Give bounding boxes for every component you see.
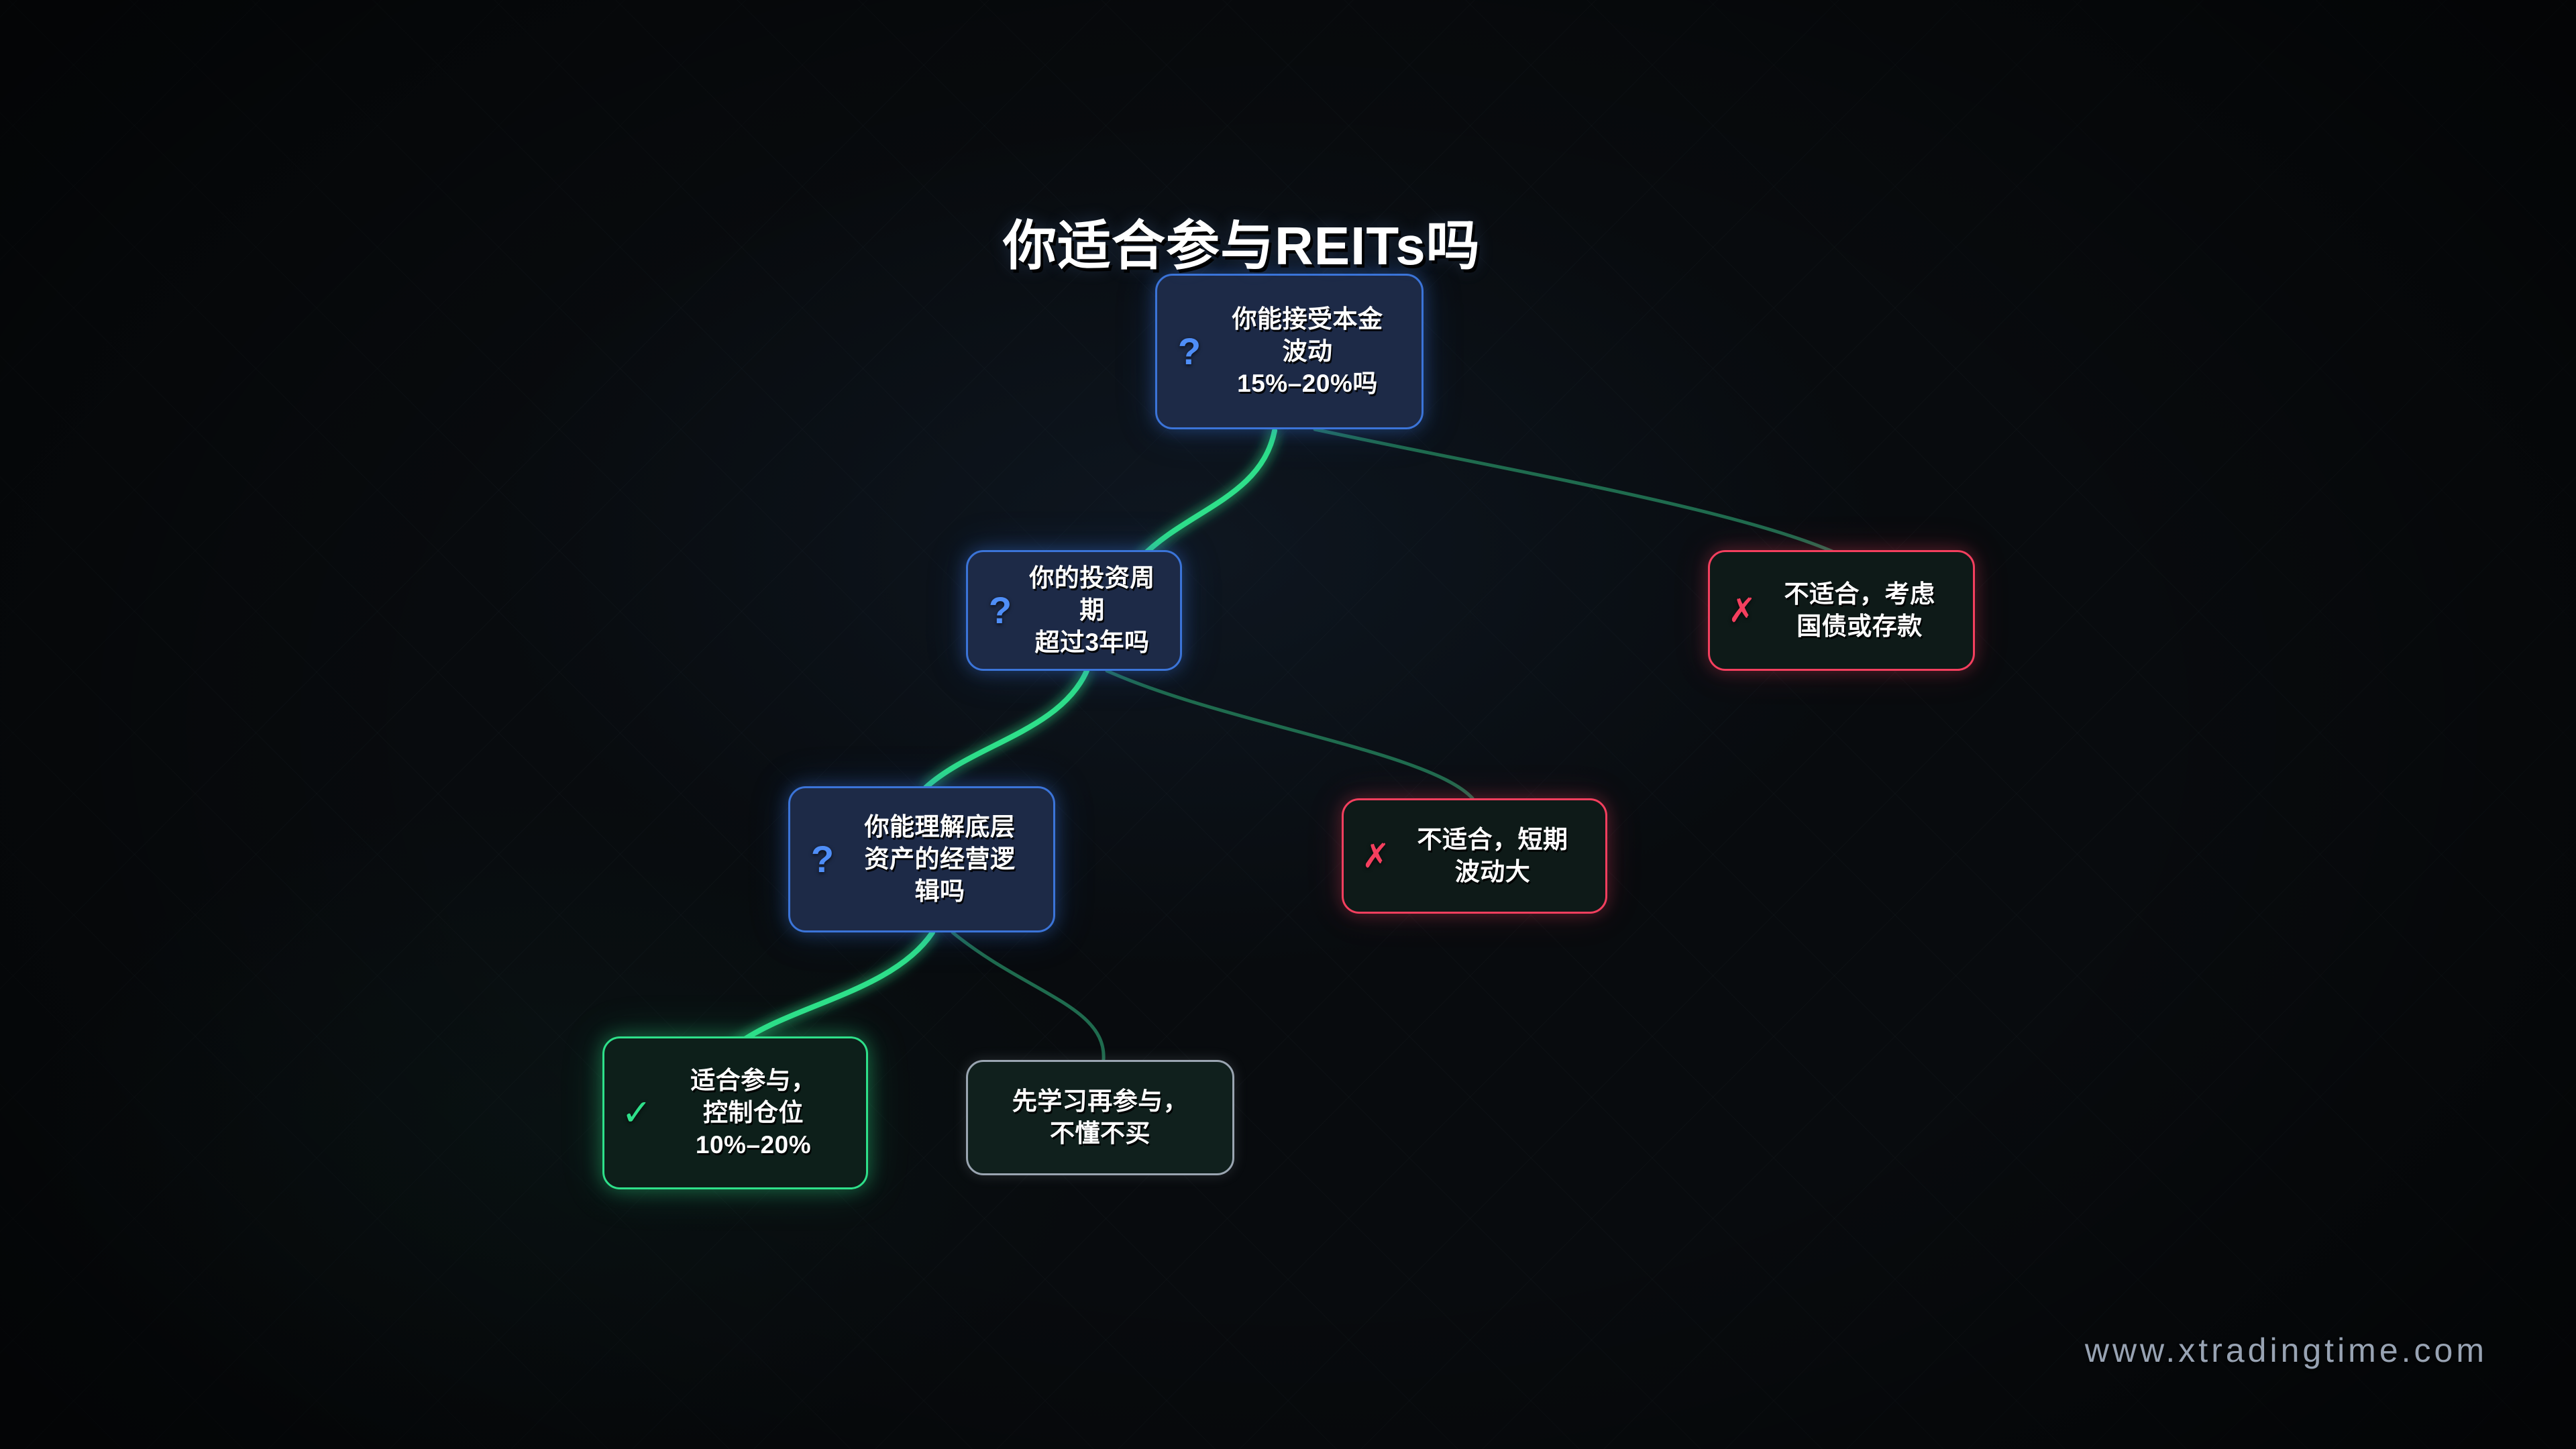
node-label: 先学习再参与， 不懂不买 — [1012, 1087, 1189, 1147]
node-label: 适合参与， 控制仓位 10%–20% — [690, 1066, 816, 1159]
node-reject-volatility[interactable]: ✗ 不适合，考虑 国债或存款 — [1708, 550, 1975, 671]
node-label: 你能接受本金 波动 15%–20%吗 — [1232, 305, 1383, 398]
edge-root-horizon-yes — [1138, 428, 1277, 561]
page-title: 你适合参与REITs吗 — [1003, 216, 1481, 276]
cross-icon: ✗ — [1728, 592, 1756, 629]
cross-icon: ✗ — [1362, 837, 1390, 875]
check-icon: ✓ — [621, 1093, 652, 1133]
edge-understanding-accept-yes — [732, 930, 935, 1049]
edge-root-reject-volatility-no — [1313, 427, 1843, 557]
question-mark-icon: ? — [810, 838, 835, 880]
edge-horizon-understanding-yes — [923, 668, 1089, 790]
edge-horizon-reject-shortterm-no — [1105, 669, 1474, 800]
edge-understanding-learn-first-no — [951, 930, 1106, 1062]
node-label: 你能理解底层 资产的经营逻 辑吗 — [864, 812, 1016, 906]
node-root-decision[interactable]: ? 你能接受本金 波动 15%–20%吗 — [1155, 274, 1424, 429]
question-mark-icon: ? — [1177, 330, 1201, 372]
question-mark-icon: ? — [988, 589, 1012, 631]
node-learn-first-neutral[interactable]: 先学习再参与， 不懂不买 — [966, 1060, 1234, 1175]
node-accept-positive[interactable]: ✓ 适合参与， 控制仓位 10%–20% — [602, 1036, 868, 1189]
site-watermark: www.xtradingtime.com — [2084, 1332, 2487, 1369]
node-label: 不适合，短期 波动大 — [1417, 825, 1568, 885]
node-label: 不适合，考虑 国债或存款 — [1784, 580, 1935, 640]
node-horizon-decision[interactable]: ? 你的投资周期 超过3年吗 — [966, 550, 1182, 671]
node-label: 你的投资周期 超过3年吗 — [1029, 564, 1155, 657]
node-understanding-decision[interactable]: ? 你能理解底层 资产的经营逻 辑吗 — [788, 786, 1055, 932]
node-reject-shortterm[interactable]: ✗ 不适合，短期 波动大 — [1342, 798, 1607, 914]
